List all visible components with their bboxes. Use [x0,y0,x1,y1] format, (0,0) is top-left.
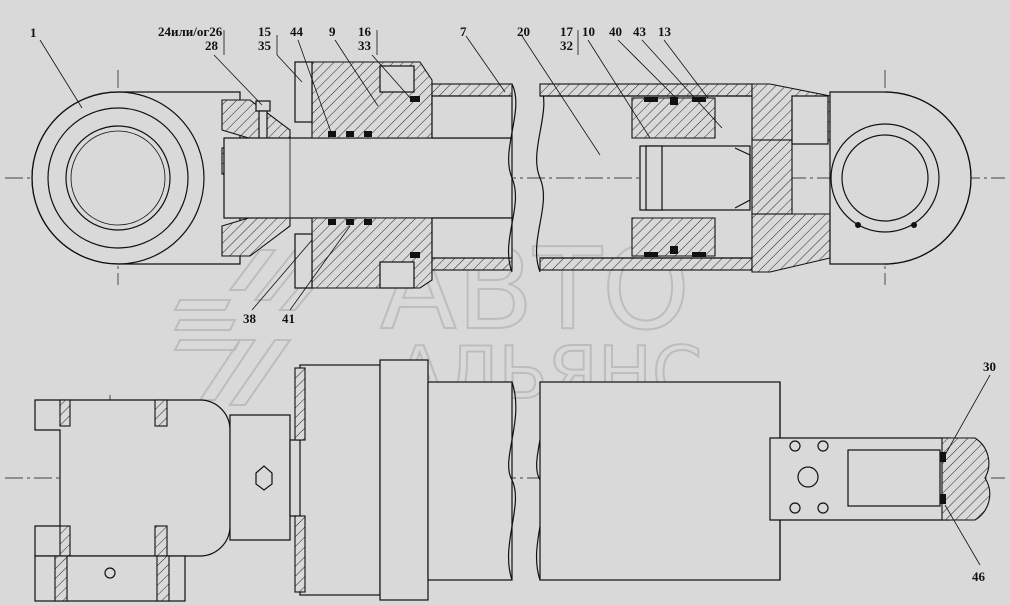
left-eye-part-1 [31,91,241,265]
callout-20: 20 [517,24,530,39]
callout-13: 13 [658,24,672,39]
flange-teeth [294,367,306,593]
leader-lines [39,30,991,566]
callout-labels: 1 24или/ог26 28 15 35 44 9 16 33 7 20 17… [30,24,996,584]
callout-30: 30 [983,359,996,374]
callout-32: 32 [560,38,573,53]
callout-7: 7 [460,24,467,39]
callout-33: 33 [358,38,372,53]
callout-1: 1 [30,25,37,40]
callout-17: 17 [560,24,574,39]
callout-35: 35 [258,38,272,53]
callout-16: 16 [358,24,372,39]
callout-9: 9 [329,24,336,39]
callout-46: 46 [972,569,986,584]
callout-43: 43 [633,24,647,39]
callout-40: 40 [609,24,622,39]
callout-38: 38 [243,311,257,326]
callout-24: 24или/ог26 [158,24,223,39]
right-eye [829,91,972,265]
external-view [5,359,1005,602]
callout-44: 44 [290,24,304,39]
callout-28: 28 [205,38,219,53]
callout-10: 10 [582,24,595,39]
section-view [5,61,1005,289]
callout-15: 15 [258,24,272,39]
callout-41: 41 [282,311,295,326]
